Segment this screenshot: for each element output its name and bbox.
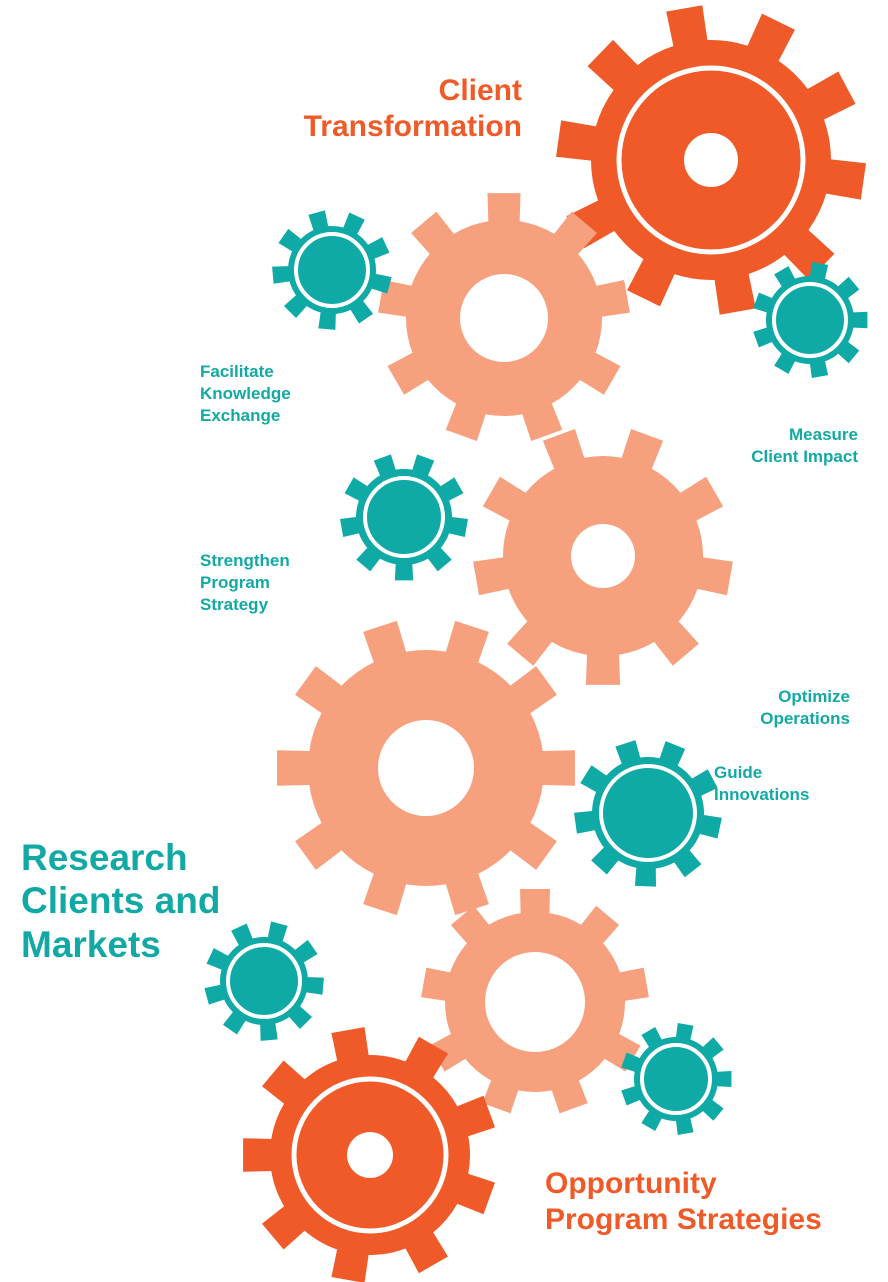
label-line: Program (200, 573, 270, 593)
gear-salmon-upper (378, 193, 630, 442)
label-line: Clients and (21, 880, 221, 922)
gear-body (574, 740, 722, 887)
gear-body (340, 454, 468, 581)
label-guide-innovations: Guide Innovations (714, 762, 864, 806)
label-line: Knowledge (200, 384, 291, 404)
gear-ring (294, 232, 370, 308)
gear-ring (599, 764, 697, 862)
gear-ring (291, 1076, 449, 1234)
label-line: Operations (760, 709, 850, 729)
gear-body (753, 262, 868, 378)
gear-opportunity (243, 1027, 495, 1282)
gear-teal-measure (753, 262, 868, 378)
gear-teal-strengthen (340, 454, 468, 581)
label-line: Strengthen (200, 551, 290, 570)
label-line: Exchange (200, 406, 281, 426)
label-research-clients-and-markets: Research Clients and Markets (21, 836, 281, 966)
gear-body (621, 1023, 732, 1135)
label-optimize-operations: Optimize Operations (700, 686, 850, 730)
label-line: Program Strategies (545, 1203, 822, 1236)
gear-teal-guide (621, 1023, 732, 1135)
label-measure-client-impact: Measure Client Impact (700, 424, 858, 468)
label-line: Strategy (200, 595, 269, 615)
label-client-transformation: Client Transformation (270, 73, 522, 145)
label-line: Guide (714, 763, 763, 782)
gear-client-transformation (556, 5, 866, 315)
label-line: Client Impact (751, 447, 858, 467)
label-line: Research (21, 837, 188, 878)
gear-hub-hole (684, 133, 738, 187)
label-strengthen-program-strategy: Strengthen Program Strategy (200, 550, 360, 616)
gear-salmon-lower (421, 888, 649, 1114)
label-line: Optimize (778, 687, 850, 706)
gear-teal-optimize (574, 740, 722, 887)
gear-hub-hole (460, 274, 548, 362)
gear-teal-upper-left (272, 210, 392, 330)
gear-hub-hole (485, 952, 585, 1052)
gear-ring (640, 1043, 712, 1115)
label-facilitate-knowledge-exchange: Facilitate Knowledge Exchange (200, 361, 360, 427)
gear-hub-hole (378, 720, 474, 816)
gear-teal-research (204, 921, 324, 1041)
gear-ring (363, 476, 445, 558)
gear-hub-hole (571, 524, 635, 588)
gear-ring (226, 943, 302, 1019)
gear-body (272, 210, 392, 330)
label-line: Opportunity (545, 1167, 717, 1200)
label-line: Measure (789, 425, 858, 444)
label-line: Innovations (714, 785, 810, 805)
gear-salmon-large (277, 620, 575, 916)
gear-ring (616, 65, 806, 255)
gear-body (204, 921, 324, 1041)
label-line: Facilitate (200, 362, 274, 381)
label-opportunity-program-strategies: Opportunity Program Strategies (545, 1166, 875, 1238)
label-line: Transformation (303, 110, 522, 143)
label-line: Client (438, 74, 522, 107)
gear-ring (772, 282, 848, 358)
label-line: Markets (21, 923, 161, 965)
gear-salmon-middle (473, 429, 733, 685)
gear-hub-hole (347, 1132, 393, 1178)
